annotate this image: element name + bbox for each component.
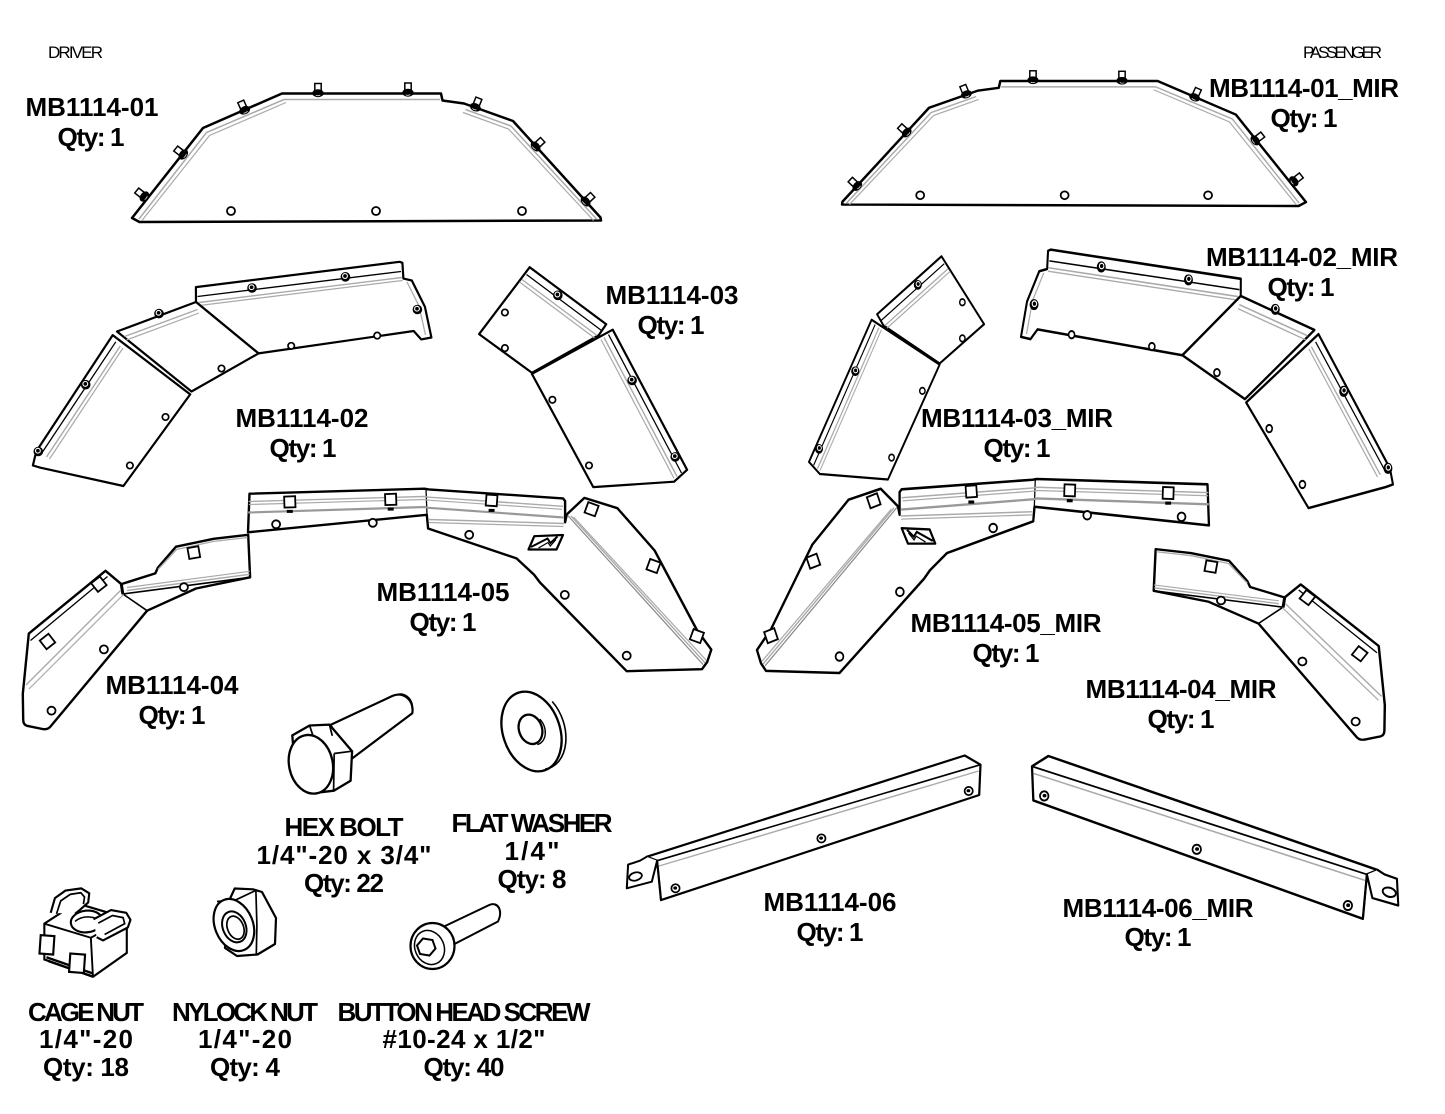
svg-text:MB1114-02_MIR: MB1114-02_MIR: [1206, 242, 1398, 272]
svg-text:MB1114-06_MIR: MB1114-06_MIR: [1063, 893, 1254, 923]
svg-text:Qty: 1: Qty: 1: [270, 433, 337, 463]
svg-text:NYLOCK NUT: NYLOCK NUT: [172, 997, 318, 1027]
svg-text:#10-24 x 1/2": #10-24 x 1/2": [383, 1024, 546, 1054]
svg-text:CAGE NUT: CAGE NUT: [28, 997, 144, 1027]
svg-text:Qty: 1: Qty: 1: [973, 638, 1040, 668]
svg-text:Qty: 1: Qty: 1: [410, 607, 477, 637]
svg-text:DRIVER: DRIVER: [48, 43, 103, 62]
svg-text:MB1114-03: MB1114-03: [606, 280, 739, 310]
svg-text:Qty: 40: Qty: 40: [424, 1052, 505, 1082]
svg-text:MB1114-01: MB1114-01: [26, 92, 159, 122]
svg-text:1/4"-20 x 3/4": 1/4"-20 x 3/4": [257, 840, 432, 870]
svg-text:HEX BOLT: HEX BOLT: [285, 812, 404, 842]
svg-text:Qty: 1: Qty: 1: [984, 433, 1051, 463]
svg-text:1/4"-20: 1/4"-20: [198, 1024, 292, 1054]
svg-text:Qty: 8: Qty: 8: [498, 864, 567, 894]
svg-text:MB1114-03_MIR: MB1114-03_MIR: [921, 403, 1113, 433]
svg-text:BUTTON HEAD SCREW: BUTTON HEAD SCREW: [338, 997, 591, 1027]
svg-text:Qty: 1: Qty: 1: [1268, 272, 1335, 302]
svg-text:Qty: 4: Qty: 4: [210, 1052, 281, 1082]
svg-text:MB1114-01_MIR: MB1114-01_MIR: [1209, 73, 1399, 103]
svg-text:1/4"-20: 1/4"-20: [39, 1024, 133, 1054]
svg-text:Qty: 1: Qty: 1: [1125, 922, 1192, 952]
svg-text:PASSENGER: PASSENGER: [1303, 43, 1382, 62]
svg-text:Qty: 1: Qty: 1: [1148, 704, 1215, 734]
svg-text:MB1114-02: MB1114-02: [236, 403, 369, 433]
svg-text:FLAT WASHER: FLAT WASHER: [452, 808, 613, 838]
svg-text:MB1114-04: MB1114-04: [106, 670, 240, 700]
svg-text:Qty: 18: Qty: 18: [43, 1052, 129, 1082]
svg-text:MB1114-05_MIR: MB1114-05_MIR: [911, 608, 1102, 638]
svg-text:Qty: 1: Qty: 1: [1271, 103, 1338, 133]
svg-text:1/4": 1/4": [505, 836, 560, 866]
svg-text:Qty: 22: Qty: 22: [304, 868, 384, 898]
svg-text:Qty: 1: Qty: 1: [58, 122, 125, 152]
svg-text:MB1114-06: MB1114-06: [764, 887, 897, 917]
svg-text:MB1114-05: MB1114-05: [377, 577, 510, 607]
svg-text:Qty: 1: Qty: 1: [797, 917, 864, 947]
svg-text:Qty: 1: Qty: 1: [638, 310, 705, 340]
svg-text:Qty: 1: Qty: 1: [139, 700, 206, 730]
svg-text:MB1114-04_MIR: MB1114-04_MIR: [1086, 674, 1277, 704]
